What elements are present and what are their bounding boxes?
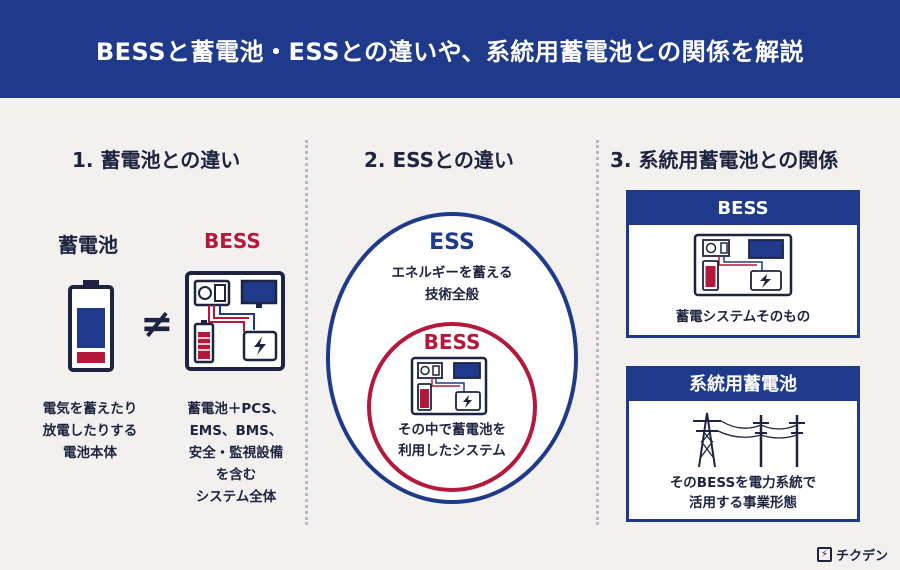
ess-desc-line: エネルギーを蓄える — [391, 265, 513, 281]
battery-label: 蓄電池 — [58, 233, 118, 257]
power-grid-icon — [693, 412, 805, 468]
ess-desc-line: 技術全般 — [425, 287, 479, 303]
grid-battery-box-caption: そのBESSを電力系統で 活用する事業形態 — [629, 473, 857, 513]
bess-box-caption: 蓄電システムそのもの — [675, 309, 811, 325]
brand-name: チクデン — [835, 549, 888, 564]
header-banner: BESSと蓄電池・ESSとの違いや、系統用蓄電池との関係を解説 — [0, 0, 900, 98]
bess-desc-line: 蓄電池＋PCS、 — [187, 401, 285, 417]
bess-inner-desc-line: 利用したシステム — [398, 443, 506, 459]
battery-desc-line: 電気を蓄えたり — [42, 401, 138, 417]
bess-system-icon-box — [693, 233, 793, 297]
bess-system-icon-small — [410, 356, 488, 416]
section-divider-1 — [305, 140, 308, 525]
battery-desc-line: 放電したりする — [42, 423, 138, 439]
bess-desc-line: システム全体 — [195, 489, 277, 505]
battery-desc-line: 電池本体 — [63, 445, 117, 461]
bess-desc-line: EMS、BMS、 — [189, 423, 283, 439]
section-divider-2 — [596, 140, 599, 525]
grid-battery-box-title: 系統用蓄電池 — [629, 369, 857, 401]
bess-inner-label: BESS — [423, 330, 481, 354]
bess-label: BESS — [204, 229, 261, 253]
grid-battery-caption-line: そのBESSを電力系統で — [669, 475, 817, 491]
bess-system-icon — [185, 271, 285, 371]
bess-description: 蓄電池＋PCS、 EMS、BMS、 安全・監視設備 を含む システム全体 — [166, 398, 306, 508]
bess-desc-line: を含む — [215, 467, 257, 483]
section3-title: 3. 系統用蓄電池との関係 — [610, 148, 839, 172]
bess-box: BESS 蓄電システムそのもの — [626, 190, 860, 338]
bess-inner-description: その中で蓄電池を 利用したシステム — [322, 420, 582, 462]
bess-box-title: BESS — [629, 193, 857, 225]
lightning-icon: ⚡ — [816, 547, 832, 562]
grid-battery-caption-line: 活用する事業形態 — [689, 495, 797, 511]
bess-inner-desc-line: その中で蓄電池を — [398, 422, 506, 438]
page-title: BESSと蓄電池・ESSとの違いや、系統用蓄電池との関係を解説 — [95, 37, 805, 66]
section2-title: 2. ESSとの違い — [364, 148, 514, 172]
battery-description: 電気を蓄えたり 放電したりする 電池本体 — [20, 398, 160, 464]
ess-venn-diagram — [326, 212, 578, 504]
ess-description: エネルギーを蓄える 技術全般 — [322, 262, 582, 306]
not-equal-sign: ≠ — [140, 301, 174, 347]
section1-title: 1. 蓄電池との違い — [72, 148, 241, 172]
brand-logo: ⚡ チクデン — [816, 545, 888, 564]
ess-label: ESS — [429, 230, 475, 255]
grid-battery-box: 系統用蓄電池 そのBESSを電力系統で 活用する事業形態 — [626, 366, 860, 522]
bess-desc-line: 安全・監視設備 — [188, 445, 284, 461]
battery-icon — [68, 280, 114, 372]
